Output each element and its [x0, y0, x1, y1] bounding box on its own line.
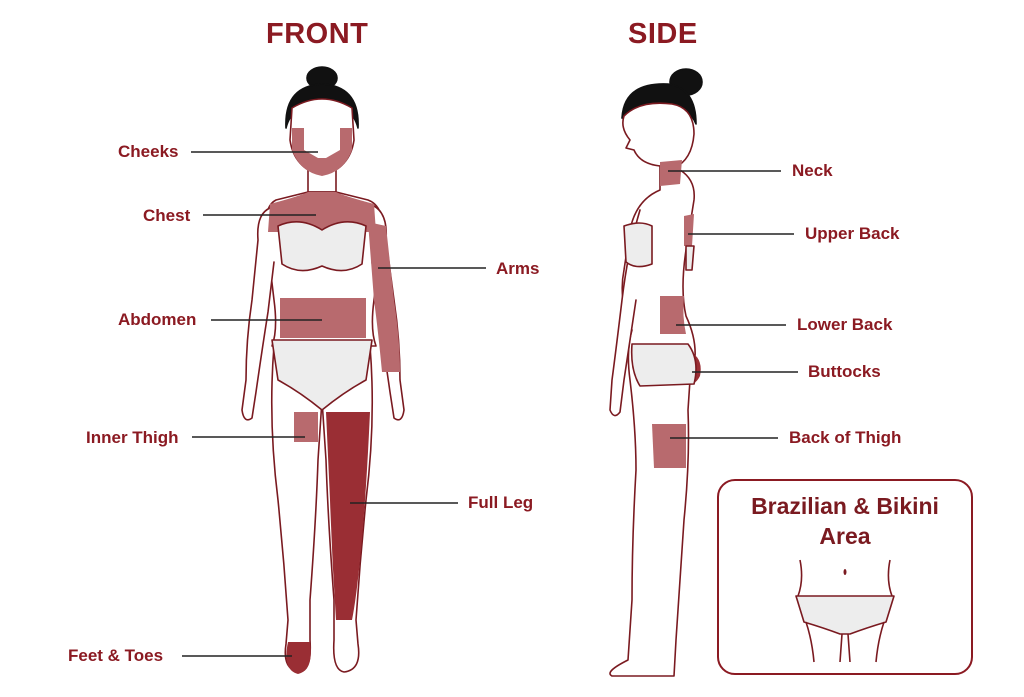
side-neck-highlight	[660, 160, 682, 186]
inset-title-line2: Area	[819, 523, 871, 549]
inset-briefs	[795, 595, 895, 635]
side-lower-back-highlight	[660, 296, 686, 334]
front-inner-thigh-highlight	[294, 412, 318, 442]
side-head	[622, 102, 695, 169]
front-arm-highlight	[368, 222, 400, 372]
inset-legs	[805, 621, 885, 663]
front-full-leg-highlight	[326, 412, 370, 620]
inset-title: Brazilian & Bikini Area	[719, 491, 971, 551]
label-inner-thigh: Inner Thigh	[86, 428, 179, 447]
side-figure	[609, 68, 703, 677]
side-back-thigh-highlight	[652, 424, 686, 468]
label-cheeks: Cheeks	[118, 142, 179, 161]
front-bra	[277, 221, 367, 272]
inset-navel	[843, 569, 847, 575]
inset-figure	[795, 559, 895, 663]
label-neck: Neck	[792, 161, 833, 180]
front-cheeks-highlight	[292, 128, 352, 176]
side-briefs	[630, 343, 697, 387]
label-upper-back: Upper Back	[805, 224, 900, 243]
label-buttocks: Buttocks	[808, 362, 881, 381]
label-chest: Chest	[143, 206, 191, 225]
side-bra-back	[685, 245, 695, 271]
bikini-area-inset: Brazilian & Bikini Area	[717, 479, 973, 675]
inset-title-line1: Brazilian & Bikini	[751, 493, 939, 519]
connector-lines	[182, 151, 798, 657]
label-feet-toes: Feet & Toes	[68, 646, 164, 665]
side-heading: SIDE	[628, 18, 698, 50]
front-abdomen-highlight	[280, 298, 366, 338]
front-briefs	[271, 339, 373, 411]
front-figure	[241, 66, 405, 674]
front-feet-highlight	[286, 642, 311, 674]
inset-waist	[797, 559, 893, 597]
label-lower-back: Lower Back	[797, 315, 893, 334]
label-back-of-thigh: Back of Thigh	[789, 428, 902, 447]
label-arms: Arms	[496, 259, 540, 278]
side-upper-back-highlight	[684, 214, 694, 246]
front-arm-left	[241, 207, 275, 421]
side-bra	[623, 222, 653, 268]
front-heading: FRONT	[266, 18, 369, 50]
label-full-leg: Full Leg	[468, 493, 534, 512]
label-abdomen: Abdomen	[118, 310, 197, 329]
